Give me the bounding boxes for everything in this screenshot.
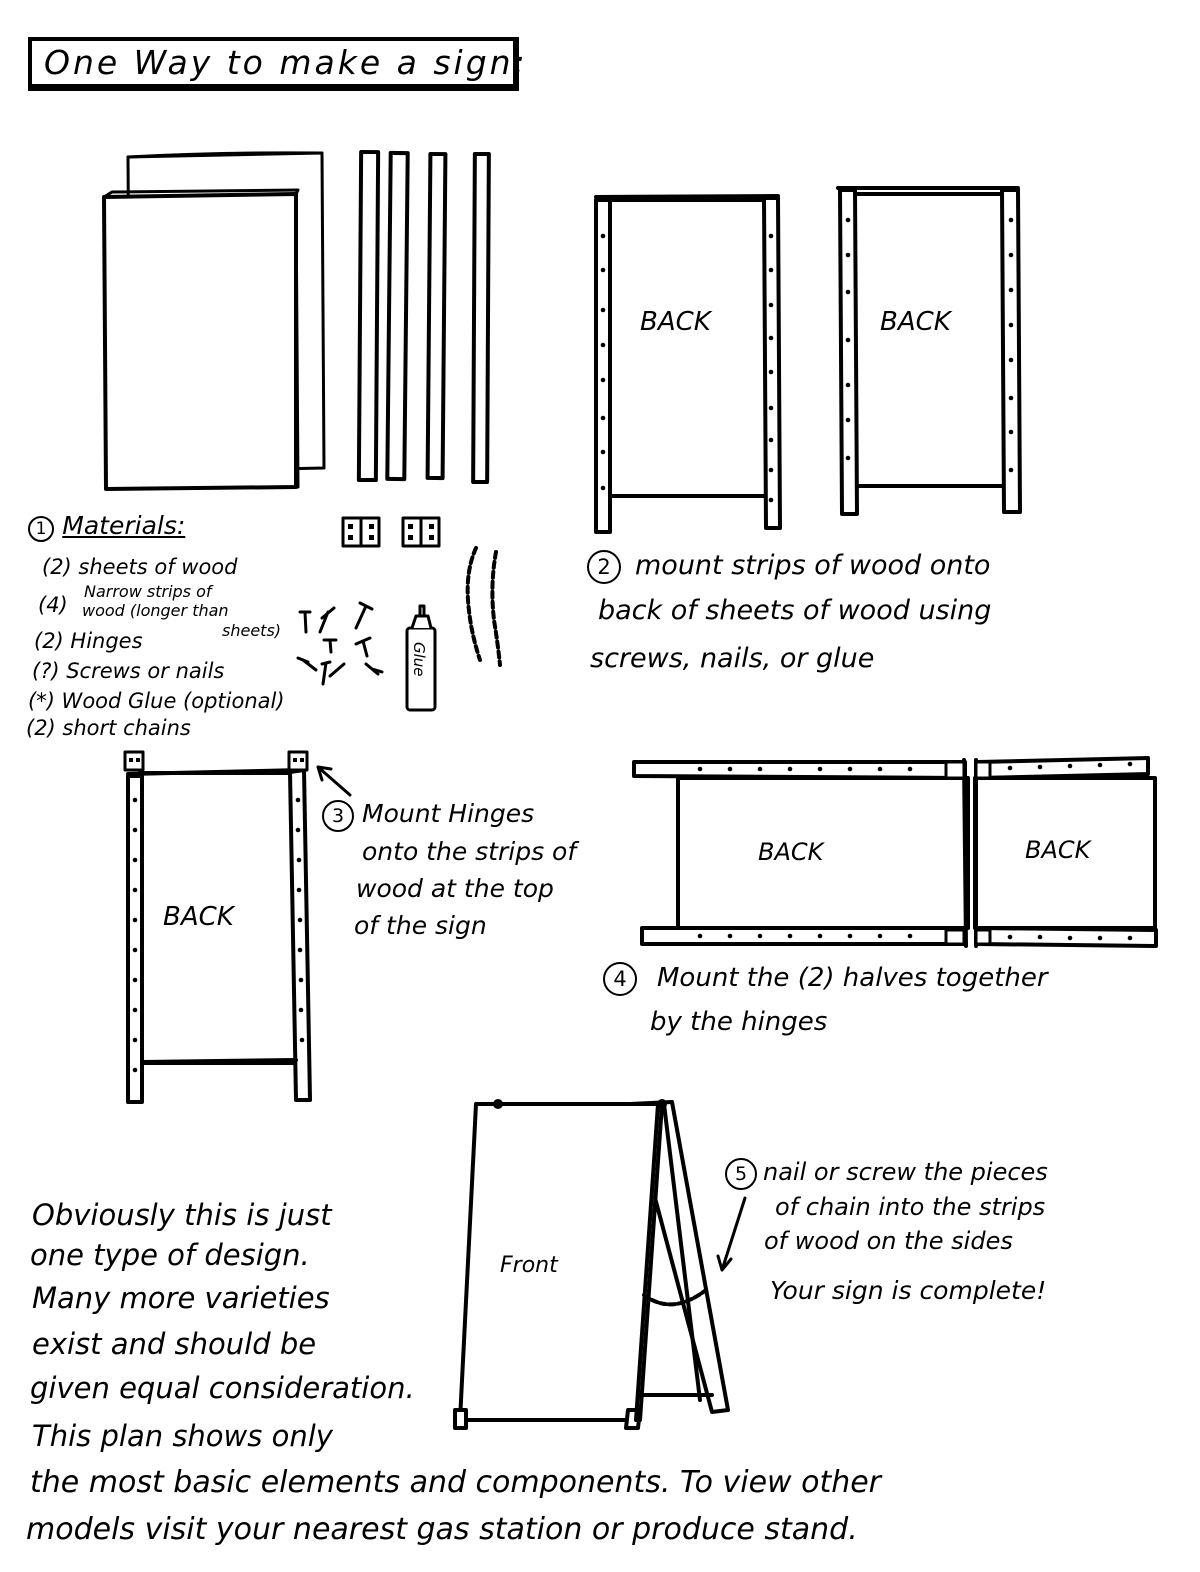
- step3-line: onto the strips of: [362, 837, 577, 866]
- step5-line: of wood on the sides: [764, 1227, 1013, 1255]
- material-item: (?) Screws or nails: [32, 659, 225, 683]
- step3-text: Mount Hinges: [362, 799, 535, 828]
- hinge-pointer-arrow: [316, 765, 352, 797]
- step5-line: Your sign is complete!: [770, 1276, 1047, 1305]
- material-item: (*) Wood Glue (optional): [28, 689, 285, 713]
- glue-bottle-drawing: Glue: [405, 604, 437, 712]
- chains-drawing: [465, 546, 502, 667]
- back-label: BACK: [1025, 836, 1093, 864]
- back-label: BACK: [880, 307, 953, 337]
- step-number: 1: [28, 516, 54, 542]
- step2-text: mount strips of wood onto: [635, 550, 991, 581]
- hinges-drawing: [341, 516, 441, 548]
- step4-line: by the hinges: [650, 1007, 828, 1037]
- step3-line: of the sign: [354, 911, 487, 940]
- step3-panel: BACK: [123, 750, 352, 1104]
- material-item-line: Narrow strips of: [84, 582, 212, 601]
- closing-note-line: the most basic elements and components. …: [30, 1465, 882, 1500]
- wood-sheets-drawing: [102, 151, 326, 491]
- back-label: BACK: [640, 307, 713, 337]
- material-item: (2) Hinges: [34, 629, 143, 653]
- step-number: 4: [603, 962, 637, 996]
- material-item-line: sheets): [222, 621, 282, 640]
- closing-note-line: Many more varieties: [32, 1281, 330, 1315]
- front-label: Front: [500, 1253, 559, 1278]
- closing-note-line: one type of design.: [30, 1238, 310, 1272]
- step5-line: of chain into the strips: [775, 1193, 1046, 1221]
- step3-line: wood at the top: [356, 874, 554, 903]
- closing-note-line: models visit your nearest gas station or…: [26, 1512, 858, 1547]
- step2-line: screws, nails, or glue: [590, 643, 875, 674]
- material-item: (2) short chains: [26, 716, 191, 740]
- screws-drawing: [296, 601, 384, 686]
- step4-line: 4 Mount the (2) halves together: [603, 962, 1048, 996]
- step2-panel-right: BACK: [836, 186, 1022, 516]
- step3-line: 3 Mount Hinges: [322, 800, 534, 832]
- step5-text: nail or screw the pieces: [763, 1158, 1048, 1186]
- glue-label: Glue: [410, 642, 428, 677]
- page-title: One Way to make a sign:: [44, 43, 528, 82]
- step-number: 2: [587, 550, 621, 584]
- material-item: (2) sheets of wood: [42, 555, 238, 579]
- step4-text: Mount the (2) halves together: [657, 963, 1048, 993]
- step2-panel-left: BACK: [594, 194, 782, 534]
- chain-mark: [642, 1288, 708, 1307]
- step-number: 3: [322, 800, 354, 832]
- closing-note-line: Obviously this is just: [32, 1198, 332, 1232]
- step-number: 5: [725, 1158, 757, 1190]
- back-label: BACK: [758, 838, 826, 866]
- step2-line: 2 mount strips of wood onto: [587, 550, 990, 584]
- title-box: [28, 37, 519, 91]
- closing-note-line: given equal consideration.: [30, 1371, 415, 1405]
- materials-heading: Materials:: [62, 511, 186, 540]
- material-item-count: (4): [38, 593, 68, 617]
- step2-line: back of sheets of wood using: [598, 595, 992, 626]
- material-item-line: wood (longer than: [82, 601, 229, 620]
- step5-a-frame-sign: Front: [453, 1099, 747, 1430]
- back-label: BACK: [163, 902, 236, 932]
- chain-pointer-arrow: [716, 1196, 747, 1272]
- closing-note-line: exist and should be: [32, 1327, 317, 1361]
- closing-note-line: This plan shows only: [32, 1419, 333, 1453]
- wood-strips-drawing: [356, 149, 491, 485]
- step1-heading: 1 Materials:: [28, 512, 185, 542]
- step4-joined-panels: BACK BACK: [632, 756, 1158, 948]
